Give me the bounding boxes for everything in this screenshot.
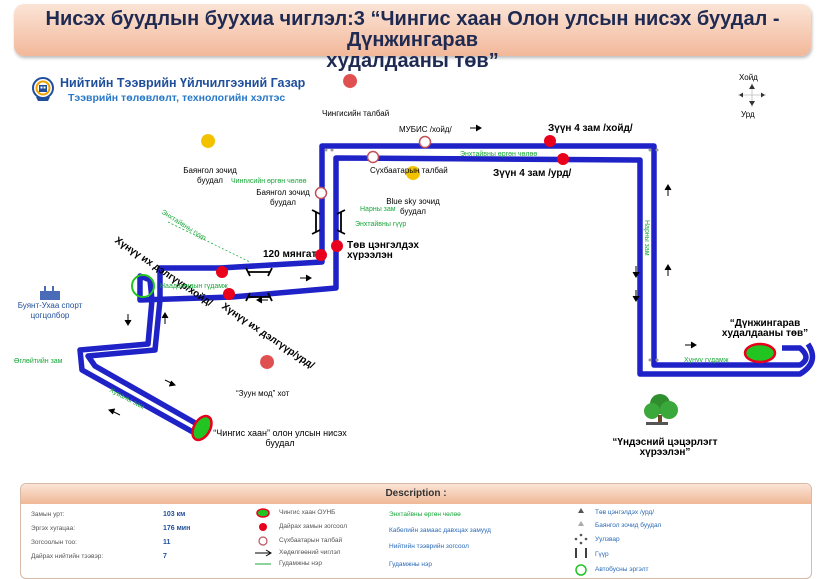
description-panel: Description : Замын урт: 103 км Эргэх ху… <box>20 483 812 579</box>
bridge-icon <box>245 267 273 302</box>
location-pin-icon <box>260 355 275 385</box>
stop-sukhbaatar <box>366 150 380 164</box>
stat-value: 7 <box>163 553 167 560</box>
page-title-line1: Нисэх буудлын буухиа чиглэл:3 “Чингис ха… <box>45 8 780 51</box>
legend-item: Дайрах замын зогсоол <box>279 523 348 530</box>
title-banner: Нисэх буудлын буухиа чиглэл:3 “Чингис ха… <box>14 4 811 72</box>
legend-stop-icon <box>259 523 267 531</box>
legend-hollow-stop-icon <box>258 536 268 546</box>
organization-department: Тээврийн төлөвлөлт, технологийн хэлтэс <box>68 92 286 104</box>
origin-label: “Чингис хаан” олон улсын нисэх буудал <box>213 428 347 448</box>
bus-stop-pin-icon <box>406 166 421 196</box>
stat-value: 103 км <box>163 511 186 518</box>
location-pin-icon <box>343 74 358 104</box>
pin-label-chinggis-square: Чингисийн талбай <box>322 109 390 118</box>
compass-icon <box>738 83 766 107</box>
stat-label: Эргэх хугацаа: <box>31 525 76 532</box>
legend-item: Гүүр <box>595 551 609 558</box>
compass-south-label: Урд <box>741 110 755 119</box>
legend-item: Баянгол зочид буудал <box>595 522 662 529</box>
stop-zuun4-south <box>557 153 569 165</box>
legend-item: Хөдөлгөөний чиглэл <box>279 549 341 556</box>
stat-label: Дайрах нийтийн тээвэр: <box>31 553 104 560</box>
building-icon <box>40 286 60 300</box>
street-label: Нарны зам <box>643 220 650 256</box>
legend-item: Чингис хаан ОУНБ <box>279 509 336 516</box>
legend-pin-icon <box>578 508 584 513</box>
stop-label-bayangol: Баянгол зочид буудал <box>256 188 310 207</box>
street-label: Энхтайвны өргөн чөлөө <box>460 151 538 158</box>
page-title-line2: худалдааны төв” <box>326 50 499 72</box>
street-label: Нарны зам <box>360 206 396 213</box>
legend-loop-icon <box>575 564 587 576</box>
junction-icon <box>324 148 659 362</box>
legend-item: Төв цэнгэлдэх /урд/ <box>595 509 655 516</box>
street-label: Чингисийн өргөн чөлөө <box>231 178 307 185</box>
street-label: Наадамчдын гүдамж <box>160 283 228 290</box>
pin-label-blue-sky: Blue sky зочид буудал <box>386 197 440 216</box>
stat-label: Зогсоолын тоо: <box>31 539 77 546</box>
stop-label-zuun4-south: Зүүн 4 зам /урд/ <box>493 168 572 179</box>
route-line <box>85 143 809 431</box>
legend-pin-icon <box>578 521 584 526</box>
pin-label-bayangol-hotel: Баянгол зочид буудал <box>183 166 237 185</box>
direction-arrow-icon <box>107 124 697 416</box>
park-tree-icon <box>644 394 678 425</box>
terminal-destination <box>743 342 777 364</box>
legend-item: Гудамжны нэр <box>279 560 322 567</box>
stop-label-sukhbaatar: Сүхбаатарын талбай <box>370 166 448 175</box>
legend-item: Гудамжны нэр <box>389 561 432 568</box>
stop-khunnu-north <box>216 266 228 278</box>
street-label: Өглөйтийн зам <box>14 358 63 365</box>
legend-junction-icon <box>574 533 588 545</box>
stop-label-120: 120 мянгат <box>263 249 317 260</box>
bus-stop-pin-icon <box>201 134 216 164</box>
landmark-label: Буянт-Ухаа спорт цогцолбор <box>17 301 83 320</box>
route-line-inner <box>77 155 816 439</box>
stop-label-zuun4-north: Зүүн 4 зам /хойд/ <box>548 123 633 134</box>
turnaround-loop <box>131 274 155 298</box>
stop-khunnu-south <box>223 288 235 300</box>
legend-bridge-icon <box>575 548 587 558</box>
page-title: Нисэх буудлын буухиа чиглэл:3 “Чингис ха… <box>14 9 811 72</box>
park-label: “Үндэсний цэцэрлэгт хүрээлэн” <box>612 437 718 458</box>
legend-item: Автобусны эргэлт <box>595 566 649 573</box>
description-title: Description : <box>21 484 811 504</box>
legend-item: Нийтийн тээврийн зогсоол <box>389 543 469 550</box>
legend-symbols-2 <box>574 508 588 576</box>
ntug-logo-icon <box>32 77 54 101</box>
street-label: Энхтайвны гүүр <box>355 221 407 228</box>
stat-value: 11 <box>163 539 171 546</box>
legend-arrow-icon <box>255 549 272 557</box>
stop-tov-tsengeldekh <box>331 240 343 252</box>
guideline <box>167 221 251 263</box>
stat-value: 176 мин <box>163 525 191 532</box>
pin-label-zuun-mod: “Зуун мод” хот <box>236 389 290 398</box>
legend-terminal-icon <box>256 508 270 518</box>
compass-north-label: Хойд <box>739 73 758 82</box>
legend-item: Уулзвар <box>595 536 620 543</box>
stop-label-tov-tsengeldekh: Төв цэнгэлдэх хүрээлэн <box>347 240 419 261</box>
terminal-origin <box>191 414 213 442</box>
legend-item: Энхтайвны өргөн чөлөө <box>389 511 461 518</box>
legend-item: Кабелийн замаас давхцах замууд <box>389 527 491 534</box>
bridge-icon <box>311 209 346 235</box>
legend-item: Сүхбаатарын талбай <box>279 537 343 544</box>
stop-label-mubis: МУБИС /хойд/ <box>399 125 452 134</box>
destination-label: “Дүнжингарав худалдааны төв” <box>721 318 809 339</box>
stat-label: Замын урт: <box>31 511 65 518</box>
legend-symbols <box>255 508 272 565</box>
stop-zuun4-north <box>544 135 556 147</box>
stop-bayangol <box>314 186 328 200</box>
organization-name: Нийтийн Тээврийн Үйлчилгээний Газар <box>60 76 306 90</box>
stop-120-myangat <box>315 249 327 261</box>
stop-mubis <box>418 135 432 149</box>
street-label: Хүнүү гүдамж <box>684 357 729 364</box>
